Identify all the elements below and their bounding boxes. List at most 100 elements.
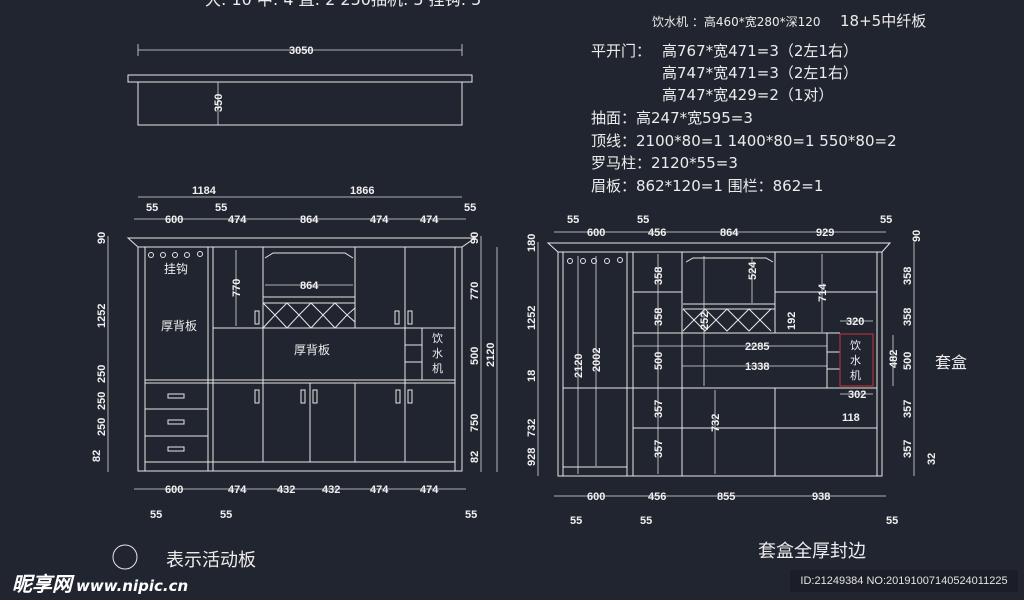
dimension-label: 320 [846, 316, 864, 328]
dimension-label: 750 [469, 414, 481, 432]
left-elevation: 挂钩 厚背板 厚背板 饮 水 机 [107, 196, 498, 490]
header-counts: 大: 10 中: 4 直: 2 250抽机: 5 挂钩: 5 [205, 0, 481, 9]
legend-edge-note: 套盒全厚封边 [758, 541, 866, 562]
dimension-label: 357 [653, 400, 665, 418]
note-board: 18+5中纤板 [840, 12, 926, 30]
dimension-label: 500 [902, 352, 914, 370]
dimension-label: 252 [699, 312, 711, 330]
dimension-label: 938 [812, 491, 830, 503]
note-valance: 眉板：862*120=1 围栏：862=1 [591, 177, 823, 195]
dimension-label: 732 [710, 414, 722, 432]
dimension-label: 55 [464, 202, 476, 214]
dimension-label: 358 [653, 267, 665, 285]
label-hooks: 挂钩 [164, 262, 188, 276]
watermark-url: www.nipic.cn [76, 577, 189, 595]
dimension-label: 600 [587, 227, 605, 239]
dimension-label: 302 [848, 389, 866, 401]
dimension-label: 55 [640, 515, 652, 527]
dimension-label: 82 [91, 450, 103, 462]
dimension-label: 55 [465, 509, 477, 521]
dimension-label: 192 [786, 312, 798, 330]
dimension-label: 474 [370, 484, 389, 496]
dimension-label: 1866 [350, 185, 374, 197]
label-back-panel-center: 厚背板 [294, 343, 330, 357]
dimension-label: 90 [469, 232, 481, 244]
dimension-label: 1252 [526, 306, 538, 330]
dimension-label: 500 [469, 347, 481, 365]
handles [167, 310, 413, 452]
dimension-label: 2120 [485, 343, 497, 367]
dimension-label: 600 [165, 484, 183, 496]
dimension-label: 524 [747, 261, 759, 280]
dimension-label: 358 [653, 308, 665, 326]
label-box: 套盒 [935, 353, 967, 372]
watermark-brand: 昵享网 [12, 572, 72, 596]
dimension-label: 474 [370, 214, 389, 226]
note-door-3: 高747*宽429=2（1对） [662, 86, 833, 104]
dimension-label: 855 [717, 491, 735, 503]
legend-movable-board: 表示活动板 [166, 550, 256, 571]
note-water-dispenser: 饮水机 ：高460*宽280*深120 [652, 14, 821, 29]
dimension-label: 2120 [573, 354, 585, 378]
note-top-line: 顶线：2100*80=1 1400*80=1 550*80=2 [591, 132, 897, 150]
dimension-label: 90 [96, 232, 108, 244]
note-column: 罗马柱：2120*55=3 [591, 154, 738, 172]
note-door-1: 高767*宽471=3（2左1右） [662, 42, 858, 60]
dimension-label: 1184 [192, 185, 217, 197]
dimension-label: 432 [322, 484, 340, 496]
dimension-label: 55 [570, 515, 582, 527]
note-drawer: 抽面：高247*宽595=3 [591, 109, 753, 127]
right-label-dispenser-1: 饮 [850, 339, 861, 352]
label-dispenser-2: 水 [432, 347, 443, 360]
dimension-label: 456 [648, 227, 666, 239]
image-id: ID:21249384 NO:20191007140524011225 [790, 570, 1018, 592]
dimension-label: 55 [886, 515, 898, 527]
dimension-label: 714 [817, 283, 829, 302]
right-label-dispenser-2: 水 [850, 354, 861, 367]
dimension-label: 1252 [96, 304, 108, 328]
dimension-label: 250 [96, 418, 108, 436]
note-door-label: 平开门： [591, 42, 651, 60]
dimension-label: 864 [720, 227, 739, 239]
dimension-label: 864 [300, 214, 319, 226]
dimension-label: 18 [526, 370, 538, 382]
dimension-label: 474 [228, 484, 247, 496]
dimension-label: 864 [300, 280, 319, 292]
label-dispenser-3: 机 [432, 361, 443, 375]
plan-depth-dim: 350 [213, 94, 225, 112]
dimension-label: 55 [880, 214, 892, 226]
dimension-label: 357 [653, 440, 665, 458]
dimension-label: 250 [96, 365, 108, 383]
plan-view: 3050 350 [127, 44, 473, 126]
dimension-label: 118 [842, 412, 860, 424]
dimension-label: 90 [911, 230, 923, 242]
dimension-label: 2002 [591, 348, 603, 372]
dimension-label: 357 [902, 400, 914, 418]
dimension-label: 770 [231, 279, 243, 297]
movable-board-symbol [112, 544, 138, 570]
plan-width-dim: 3050 [289, 45, 313, 57]
dimension-label: 2285 [745, 341, 769, 353]
dimension-label: 82 [469, 451, 481, 463]
right-elevation: 饮 水 机 套盒 [537, 231, 967, 497]
dimension-label: 358 [902, 308, 914, 326]
label-back-panel-left: 厚背板 [161, 319, 197, 333]
right-label-dispenser-3: 机 [850, 368, 861, 382]
dimension-label: 474 [420, 484, 439, 496]
dimension-label: 32 [926, 453, 938, 465]
dimension-label: 1338 [745, 361, 769, 373]
label-dispenser-1: 饮 [432, 332, 443, 345]
dimension-label: 474 [228, 214, 247, 226]
dimension-label: 600 [165, 214, 183, 226]
dimension-label: 55 [150, 509, 162, 521]
dimension-label: 474 [420, 214, 439, 226]
note-door-2: 高747*宽471=3（2左1右） [662, 64, 858, 82]
dimension-label: 55 [146, 202, 158, 214]
dimension-label: 250 [96, 392, 108, 410]
dimension-label: 928 [526, 448, 538, 466]
dimension-label: 55 [215, 202, 227, 214]
dimension-label: 456 [648, 491, 666, 503]
